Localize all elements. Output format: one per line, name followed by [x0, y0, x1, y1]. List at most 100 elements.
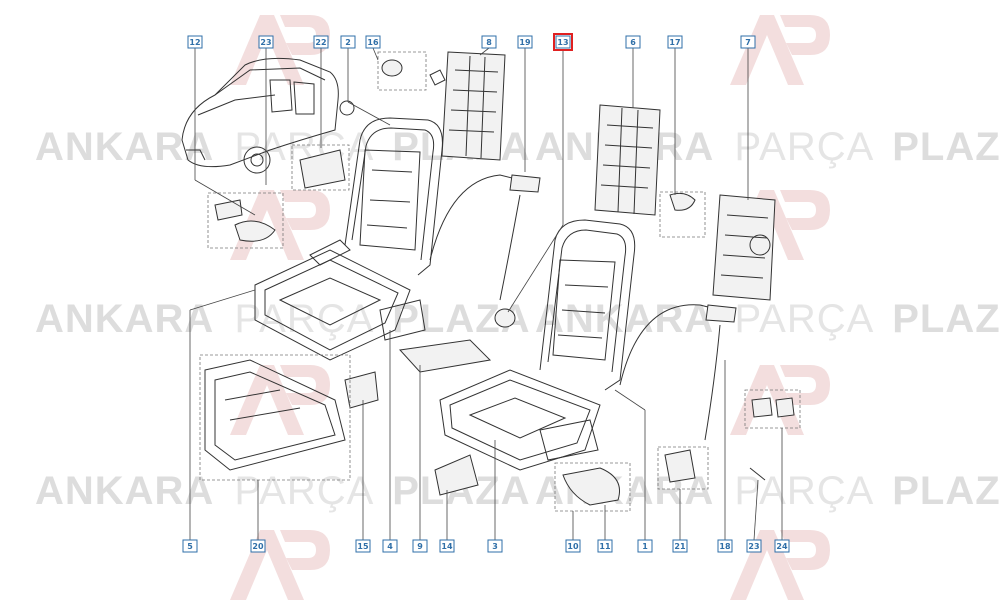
watermark-logos [230, 15, 830, 600]
clip-24b [775, 397, 795, 418]
adjust-cables [429, 174, 737, 441]
motor-21 [664, 449, 696, 483]
callout-label: 2 [345, 38, 351, 47]
callout-12[interactable]: 12 [187, 35, 203, 49]
wm-brand-left: ANKARA [35, 469, 214, 513]
callout-24[interactable]: 24 [774, 539, 790, 553]
piece-12a [214, 199, 243, 221]
group-boxes [199, 51, 801, 512]
motor-22 [299, 149, 346, 189]
callout-20[interactable]: 20 [250, 539, 266, 553]
backrest-panel-8 [441, 51, 506, 161]
watermark-logo [730, 530, 830, 600]
wm-row-2-left: ANKARA PARÇA PLAZA [35, 297, 531, 341]
handle-10 [562, 467, 620, 506]
callout-label: 9 [417, 542, 423, 551]
callout-1[interactable]: 1 [637, 539, 653, 553]
callout-8[interactable]: 8 [481, 35, 497, 49]
clip-24a [751, 397, 773, 418]
callout-14[interactable]: 14 [439, 539, 455, 553]
callouts: 12 23 22 2 16 8 19 13 6 17 7 5 20 15 4 9… [182, 33, 790, 553]
callout-label: 11 [599, 542, 611, 551]
backrest-panel-7 [712, 194, 776, 301]
callout-label: 24 [776, 542, 788, 551]
wm-brand-mid: PARÇA [734, 469, 873, 513]
callout-label: 10 [567, 542, 579, 551]
mechanism-9 [398, 339, 492, 373]
wm-brand-left: ANKARA [35, 297, 214, 341]
callout-11[interactable]: 11 [597, 539, 613, 553]
callout-19[interactable]: 19 [517, 35, 533, 49]
left-seat-base [254, 239, 426, 361]
callout-label: 23 [260, 38, 271, 47]
cover-14 [434, 454, 479, 496]
callout-label: 4 [387, 542, 393, 551]
car-illustration [181, 57, 339, 174]
callout-label: 8 [486, 38, 492, 47]
callout-15[interactable]: 15 [355, 539, 371, 553]
bracket-15 [344, 371, 379, 409]
wm-brand-mid: PARÇA [734, 125, 873, 169]
knob-16 [381, 59, 403, 77]
callout-label: 20 [252, 542, 264, 551]
callout-label: 21 [674, 542, 686, 551]
callout-5[interactable]: 5 [182, 539, 198, 553]
wm-brand-right: PLAZA [892, 469, 1000, 513]
callout-label: 12 [189, 38, 200, 47]
callout-23[interactable]: 23 [258, 35, 274, 49]
callout-10[interactable]: 10 [565, 539, 581, 553]
watermark-logo [230, 530, 330, 600]
callout-16[interactable]: 16 [365, 35, 381, 49]
callout-label: 15 [357, 542, 369, 551]
callout-23-lower[interactable]: 23 [746, 539, 762, 553]
callout-label: 19 [519, 38, 531, 47]
callout-3[interactable]: 3 [487, 539, 503, 553]
callout-label: 16 [367, 38, 379, 47]
right-seat-base [439, 369, 601, 471]
callout-22[interactable]: 22 [313, 35, 329, 49]
leader-lines [189, 47, 783, 541]
callout-13-highlighted[interactable]: 13 [553, 33, 573, 51]
callout-9[interactable]: 9 [412, 539, 428, 553]
knob-13 [494, 308, 516, 328]
wm-brand-mid: PARÇA [234, 469, 373, 513]
watermark-logo [730, 15, 830, 85]
callout-label: 17 [669, 38, 680, 47]
watermark-logo [230, 190, 330, 260]
handle-17 [669, 192, 696, 211]
wm-brand-right: PLAZA [892, 297, 1000, 341]
wm-brand-mid: PARÇA [734, 297, 873, 341]
callout-17[interactable]: 17 [667, 35, 683, 49]
piece-12b [234, 220, 276, 242]
wm-row-3-left: ANKARA PARÇA PLAZA [35, 469, 531, 513]
callout-label: 1 [642, 542, 648, 551]
callout-4[interactable]: 4 [382, 539, 398, 553]
wm-row-2-right: ANKARA PARÇA PLAZA [535, 297, 1000, 341]
callout-18[interactable]: 18 [717, 539, 733, 553]
callout-label: 3 [492, 542, 498, 551]
callout-2[interactable]: 2 [340, 35, 356, 49]
callout-7[interactable]: 7 [740, 35, 756, 49]
watermark-logo [730, 365, 830, 435]
callout-6[interactable]: 6 [625, 35, 641, 49]
callout-label: 14 [441, 542, 453, 551]
wm-brand-mid: PARÇA [234, 297, 373, 341]
small-parts [204, 59, 795, 506]
backrest-panel-6 [594, 104, 661, 216]
callout-label: 22 [315, 38, 326, 47]
callout-21[interactable]: 21 [672, 539, 688, 553]
wm-brand-right: PLAZA [892, 125, 1000, 169]
callout-label: 7 [745, 38, 751, 47]
callout-label: 13 [557, 38, 568, 47]
watermark-logo [230, 15, 330, 85]
watermark-text: ANKARA PARÇA PLAZA ANKARA PARÇA PLAZA AN… [35, 125, 1000, 513]
watermark-logo [230, 365, 330, 435]
callout-label: 6 [630, 38, 636, 47]
tray-20 [204, 359, 346, 471]
callout-label: 18 [719, 542, 731, 551]
callout-label: 5 [187, 542, 193, 551]
wm-brand-left: ANKARA [535, 297, 714, 341]
wm-brand-left: ANKARA [35, 125, 214, 169]
